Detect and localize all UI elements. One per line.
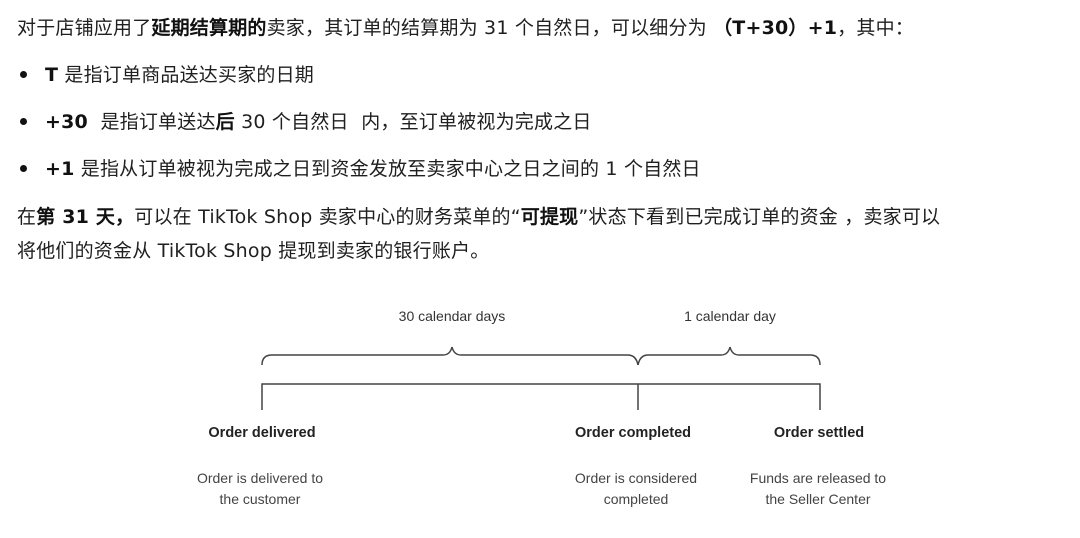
span-label-1-day: 1 calendar day	[684, 308, 776, 324]
brace-30-days-icon	[261, 346, 639, 366]
span-label-30-days: 30 calendar days	[398, 308, 506, 324]
closing-paragraph-line2: 将他们的资金从 TikTok Shop 提现到卖家的银行账户。	[17, 240, 490, 262]
milestone-title-settled: Order settled	[773, 425, 865, 441]
intro-paragraph: 对于店铺应用了延期结算期的卖家，其订单的结算期为 31 个自然日，可以细分为 （…	[17, 17, 914, 39]
milestone-desc-delivered: Order is delivered to the customer	[196, 470, 324, 507]
timeline-bar	[261, 383, 821, 410]
bullet-item-t: T 是指订单商品送达买家的日期	[20, 63, 314, 87]
brace-1-day-icon	[637, 346, 821, 366]
milestone-desc-completed: Order is considered completed	[574, 470, 698, 507]
bullet-dot-icon	[20, 117, 27, 125]
closing-paragraph: 在第 31 天，可以在 TikTok Shop 卖家中心的财务菜单的“可提现”状…	[17, 206, 941, 228]
milestone-title-delivered: Order delivered	[208, 425, 316, 441]
timeline-lines	[261, 346, 821, 410]
bullet-dot-icon	[20, 164, 27, 172]
bullet-dot-icon	[20, 70, 27, 78]
bullet-item-plus30: +30 是指订单送达后 30 个自然日 内，至订单被视为完成之日	[20, 110, 592, 134]
milestone-title-completed: Order completed	[574, 425, 692, 441]
milestone-desc-settled: Funds are released to the Seller Center	[749, 470, 887, 507]
intro-bold-formula: （T+30）+1	[713, 17, 838, 39]
settlement-timeline-diagram: 30 calendar days 1 calendar day Order de…	[0, 290, 1080, 530]
intro-bold-deferred-settlement: 延期结算期的	[151, 17, 267, 39]
bullet-item-plus1: +1 是指从订单被视为完成之日到资金发放至卖家中心之日之间的 1 个自然日	[20, 157, 701, 181]
